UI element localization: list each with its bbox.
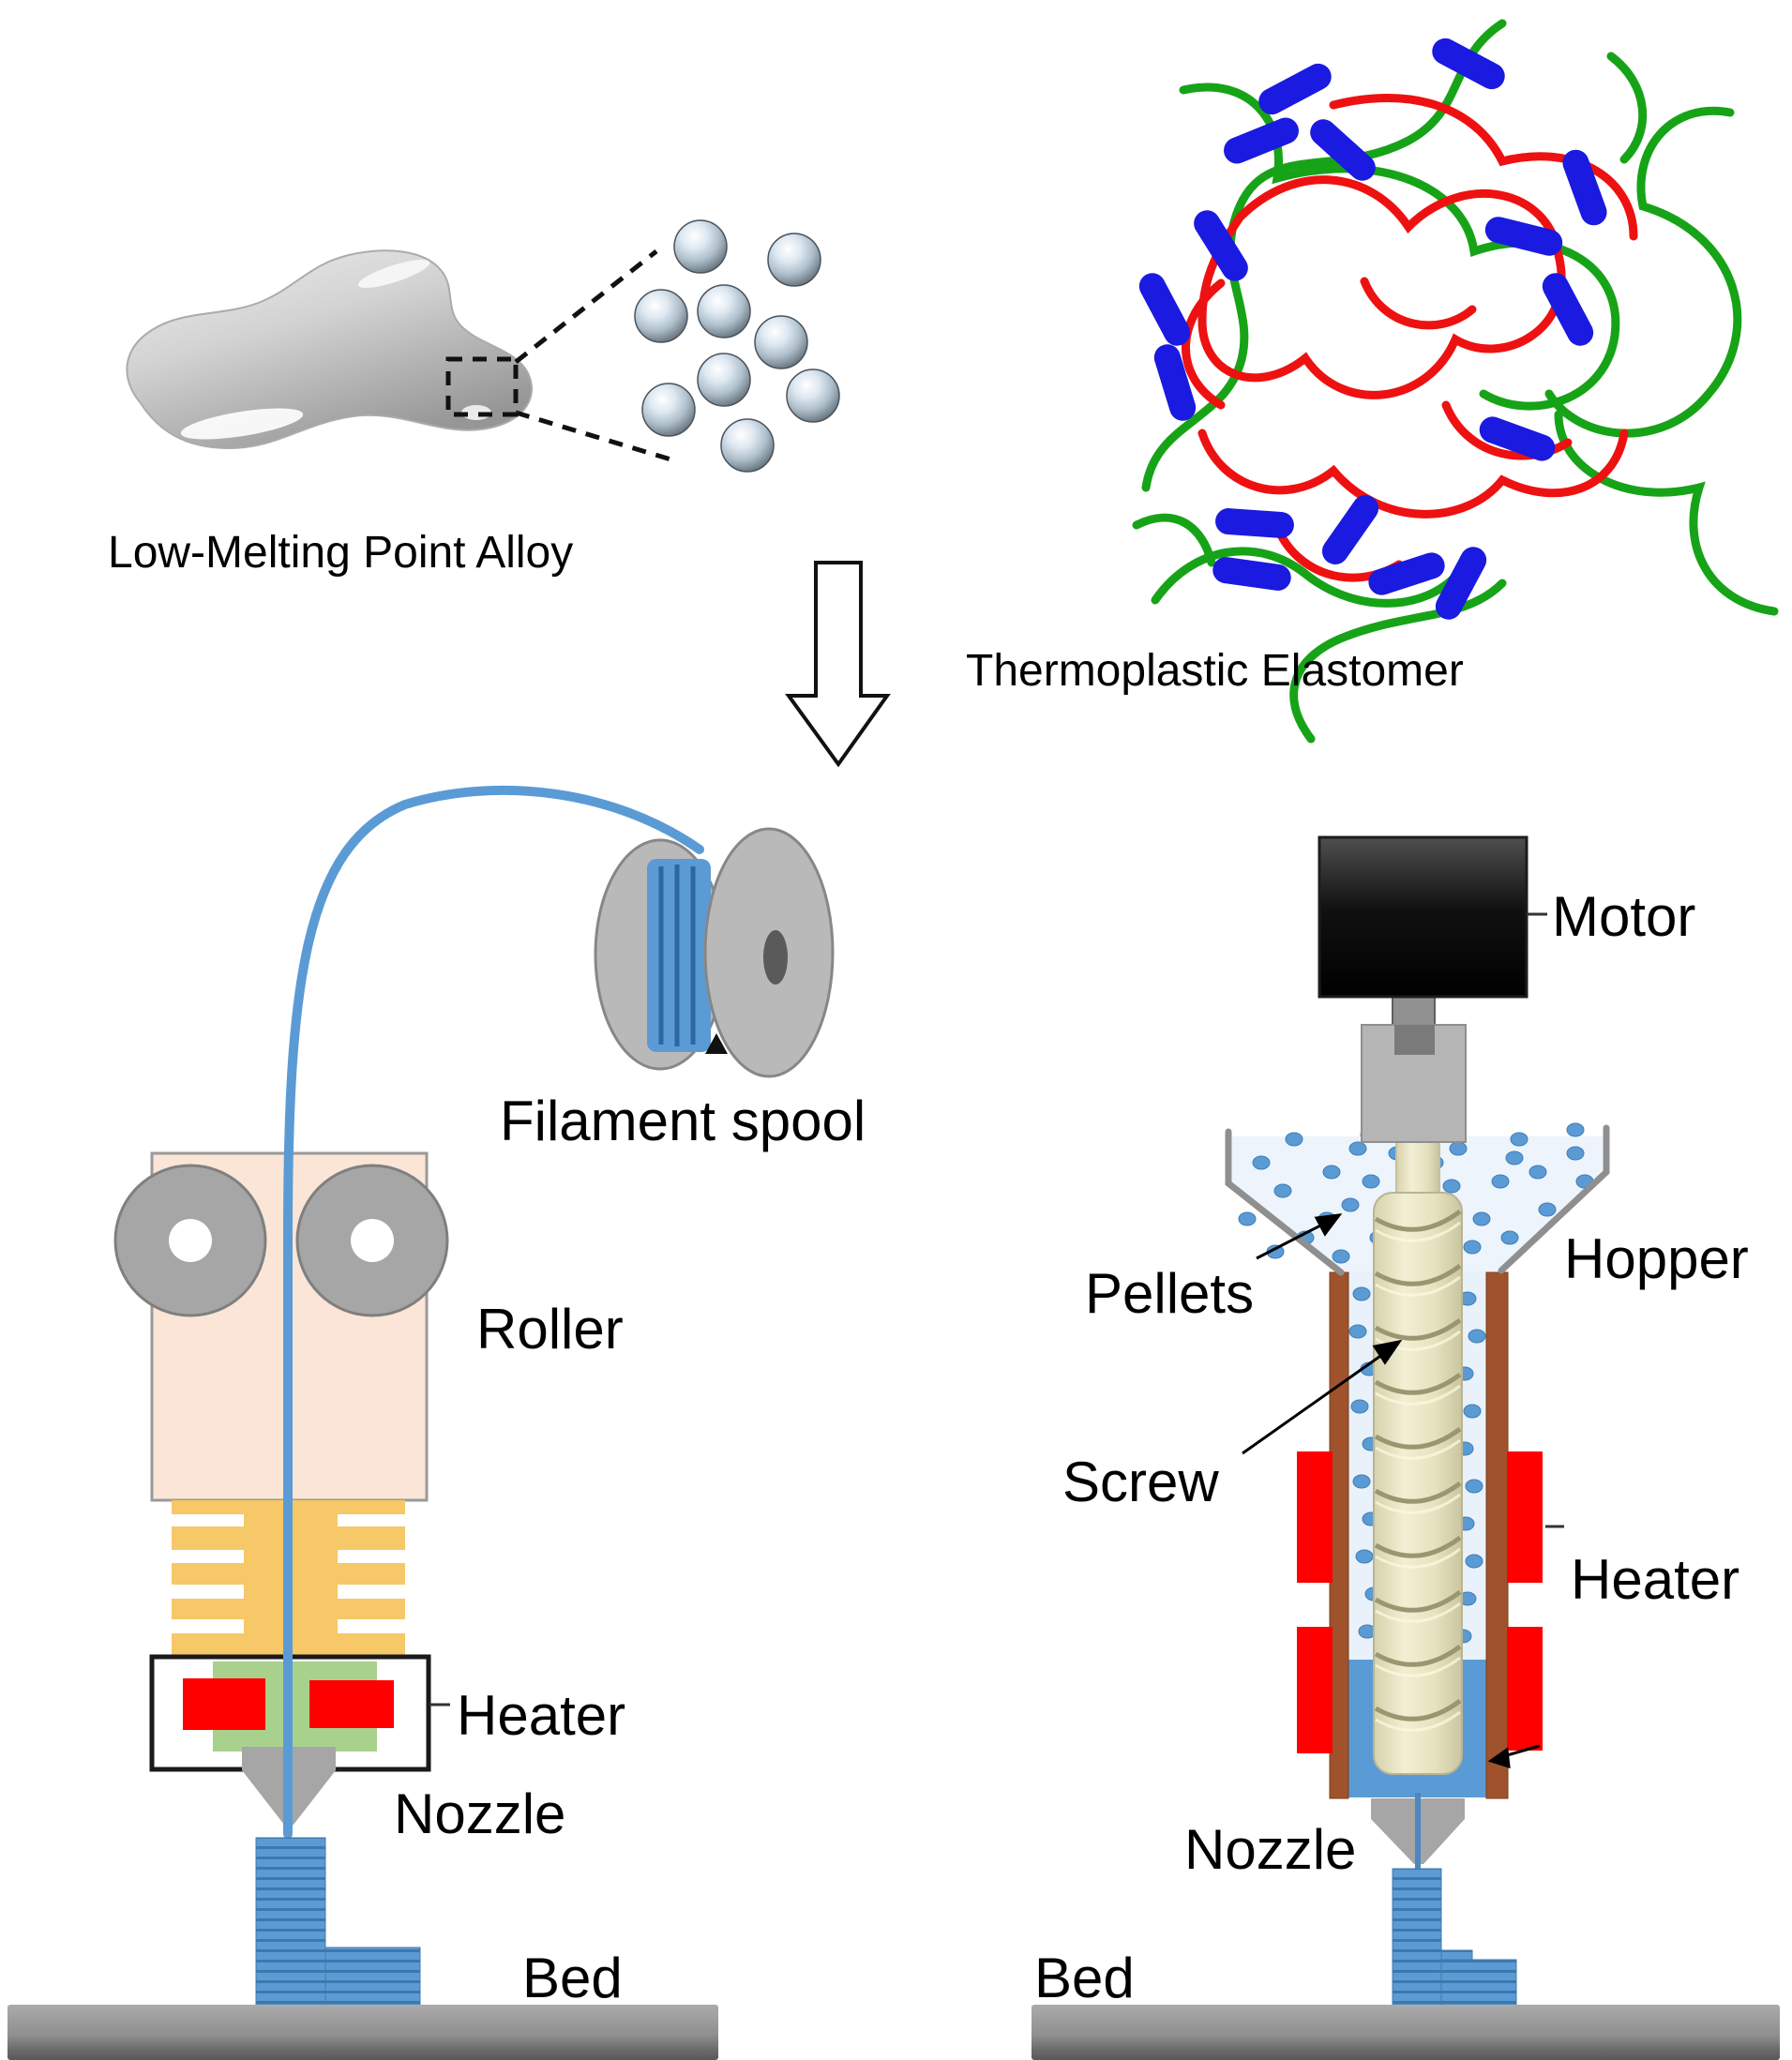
label-heater-right: Heater — [1571, 1548, 1740, 1611]
label-filament-spool: Filament spool — [500, 1090, 866, 1152]
down-arrow — [785, 561, 891, 768]
printed-part-left — [255, 1837, 421, 2006]
spool-hub-hole — [763, 930, 788, 985]
screw — [1373, 1104, 1463, 1775]
screw-extruder — [1032, 835, 1780, 2060]
label-nozzle-right: Nozzle — [1184, 1818, 1357, 1881]
band-heaters — [1297, 1451, 1543, 1753]
filament-printer — [8, 785, 835, 2060]
feed-rollers — [113, 1164, 449, 1317]
soft-segment-green-chains — [1132, 19, 1779, 744]
heater-cartridge-left — [183, 1678, 265, 1730]
print-bed-left — [8, 2005, 718, 2060]
label-nozzle-left: Nozzle — [394, 1782, 566, 1845]
alloy-droplets — [634, 219, 840, 473]
dashed-leader-top — [514, 249, 658, 364]
alloy-blob — [126, 249, 533, 450]
dashed-leader-bottom — [515, 410, 678, 464]
printed-part-right — [1392, 1868, 1517, 2006]
elastomer-red-chains — [1182, 94, 1638, 582]
filament-spool — [594, 827, 835, 1078]
filament-strand — [283, 785, 704, 1839]
label-heater-left: Heater — [457, 1684, 626, 1747]
heater-cartridge-right — [309, 1680, 394, 1728]
label-bed-left: Bed — [522, 1947, 623, 2009]
label-screw: Screw — [1062, 1451, 1219, 1513]
label-pellets: Pellets — [1085, 1262, 1255, 1325]
spool-pointer — [705, 1033, 728, 1054]
label-hopper: Hopper — [1564, 1227, 1749, 1290]
hard-segment-blue-blocks — [1138, 38, 1607, 620]
label-bed-right: Bed — [1034, 1947, 1135, 2009]
hopper-walls — [1225, 1124, 1610, 1276]
zoom-box — [445, 249, 678, 464]
dashed-box — [445, 356, 519, 417]
annotation-arrows — [1242, 1213, 1541, 1769]
label-thermoplastic-elastomer: Thermoplastic Elastomer — [966, 646, 1464, 696]
barrel-wall-right — [1485, 1271, 1509, 1799]
shaft-inside-coupler — [1394, 1025, 1435, 1055]
label-motor: Motor — [1552, 885, 1696, 948]
print-bed-right — [1032, 2005, 1780, 2060]
label-low-melting-point-alloy: Low-Melting Point Alloy — [108, 528, 574, 578]
polymer-tangle — [1132, 19, 1779, 744]
motor — [1318, 835, 1528, 999]
label-roller: Roller — [476, 1298, 624, 1361]
